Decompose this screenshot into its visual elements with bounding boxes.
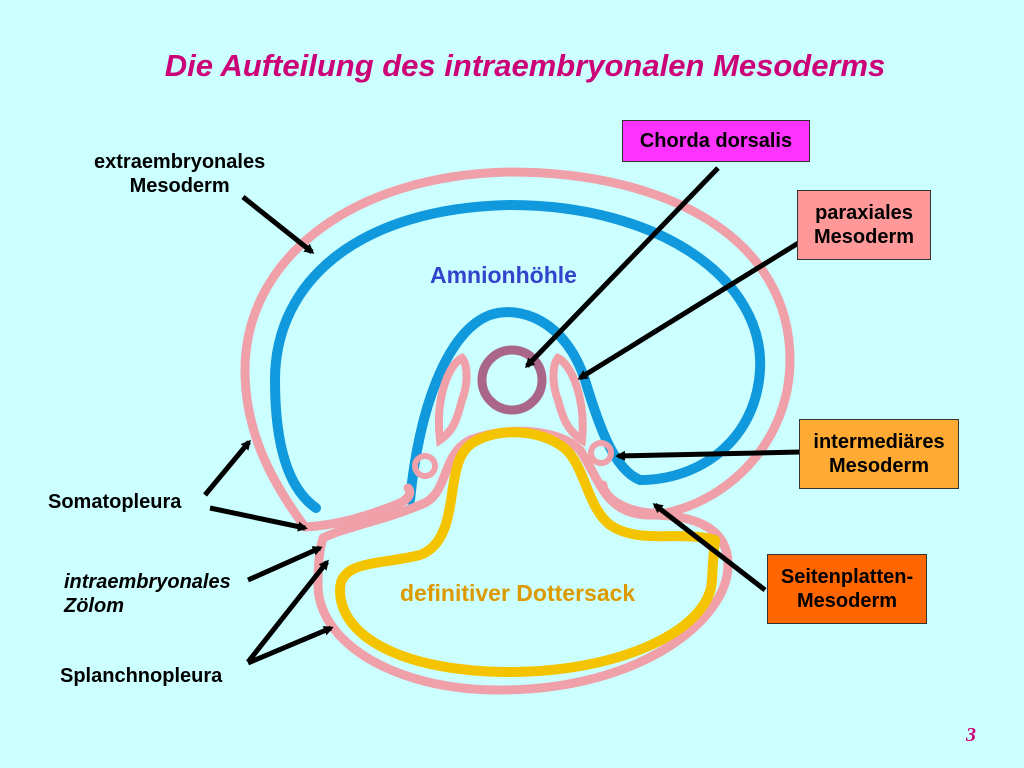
page-title: Die Aufteilung des intraembryonalen Meso… bbox=[164, 48, 886, 83]
box-paraxiales-mesoderm: paraxiales Mesoderm bbox=[797, 190, 931, 260]
arrow-splanchnopleura-2 bbox=[247, 625, 334, 666]
somatopleura-inner bbox=[300, 483, 415, 532]
intermediate-mesoderm-right bbox=[588, 440, 614, 466]
label-definitiver-dottersack: definitiver Dottersack bbox=[400, 580, 636, 606]
label-splanchnopleura: Splanchnopleura bbox=[60, 665, 223, 687]
arrow-splanchnopleura-1 bbox=[246, 559, 329, 664]
label-extraembryonal-mesoderm: extraembryonales Mesoderm bbox=[94, 151, 266, 197]
chorda-dorsalis-shape bbox=[477, 345, 547, 415]
arrow-seitenplatten bbox=[652, 503, 767, 592]
yolk-sac-endoderm bbox=[334, 427, 720, 678]
arrow-chorda bbox=[524, 166, 720, 369]
extraembryonic-mesoderm-outer bbox=[240, 167, 795, 532]
arrow-paraxial bbox=[577, 239, 802, 381]
arrow-zoelom bbox=[246, 545, 323, 583]
label-intraembryonales-zoelom: intraembryonales Zölom bbox=[64, 571, 231, 617]
paraxial-mesoderm-right bbox=[549, 353, 587, 447]
arrow-extraembryonal bbox=[241, 195, 315, 254]
arrow-intermediaer bbox=[615, 449, 801, 461]
arrow-somatopleura-inner bbox=[209, 505, 308, 532]
intermediate-mesoderm-left bbox=[412, 453, 438, 479]
paraxial-mesoderm-left bbox=[435, 353, 471, 447]
arrow-somatopleura-outer bbox=[203, 439, 251, 497]
splanchnopleura-outer bbox=[313, 426, 733, 695]
amnion-ectoderm bbox=[269, 199, 766, 513]
page-number: 3 bbox=[966, 724, 976, 746]
box-seitenplatten-mesoderm: Seitenplatten- Mesoderm bbox=[767, 554, 927, 624]
box-intermediaeres-mesoderm: intermediäres Mesoderm bbox=[799, 419, 959, 489]
label-somatopleura: Somatopleura bbox=[48, 491, 182, 513]
label-amnionhoehle: Amnionhöhle bbox=[430, 262, 577, 288]
box-chorda-dorsalis: Chorda dorsalis bbox=[622, 120, 810, 162]
